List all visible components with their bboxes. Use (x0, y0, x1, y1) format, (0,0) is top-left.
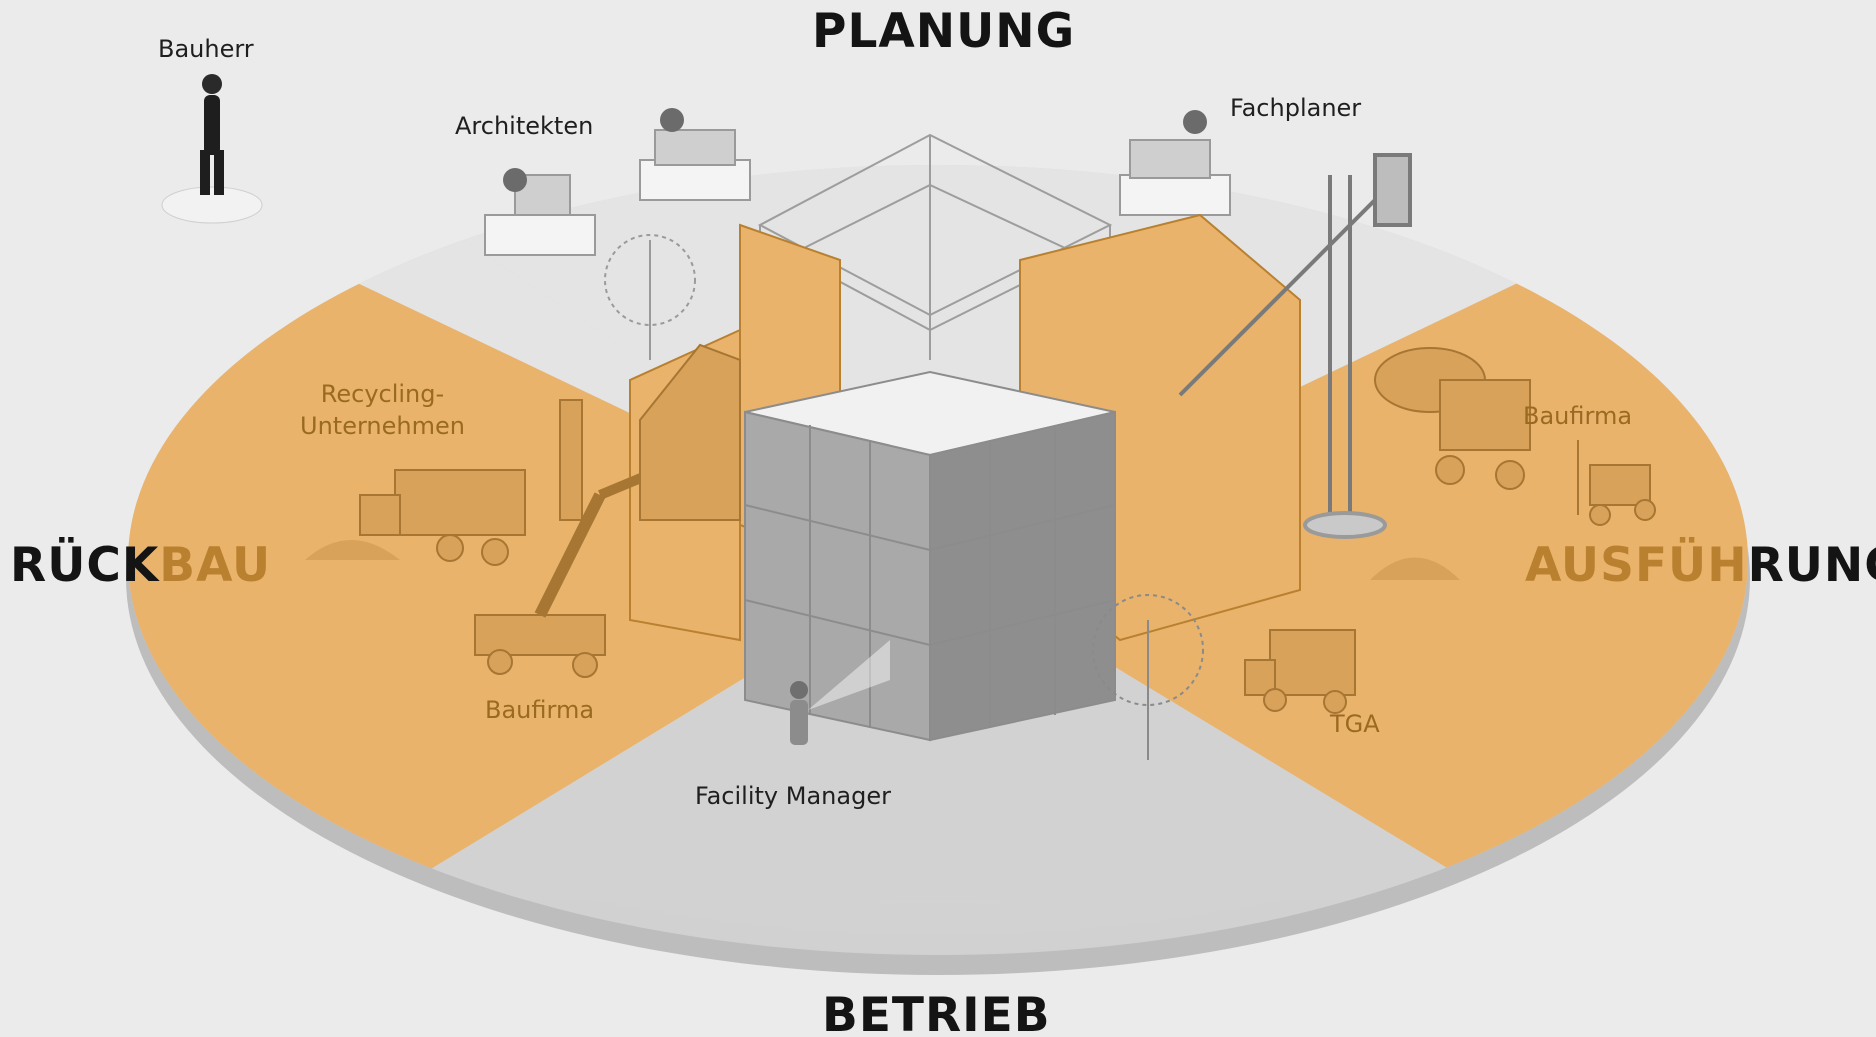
bauherr-figure (161, 74, 263, 224)
role-label-recycling-line1: Recycling- (320, 380, 445, 408)
facility-manager-figure (790, 640, 890, 745)
building-cube (744, 370, 1116, 742)
role-label-tga: TGA (1330, 710, 1380, 738)
architects-workstation (484, 108, 751, 256)
sand-pile-left (305, 540, 400, 560)
role-label-architekten: Architekten (455, 112, 594, 140)
demolition-ruin (559, 343, 741, 521)
role-label-facility-manager: Facility Manager (695, 782, 891, 810)
tga-van (1244, 629, 1356, 714)
role-label-fachplaner: Fachplaner (1230, 94, 1362, 122)
phase-label-ausfuehrung-orange: AUSFÜH (1525, 538, 1748, 593)
phase-label-planung: PLANUNG (812, 4, 1076, 59)
role-label-recycling: Recycling- Unternehmen (300, 378, 465, 443)
tree-betrieb (1092, 594, 1204, 760)
sector-ausfuehrung (938, 270, 1748, 900)
phase-label-betrieb: BETRIEB (822, 988, 1051, 1037)
forklift (1577, 440, 1656, 526)
dump-truck (359, 469, 526, 566)
role-label-baufirma-right: Baufirma (1523, 402, 1633, 430)
concrete-truck (1374, 347, 1531, 490)
phase-label-rueckbau-dark: RÜCK (10, 538, 160, 593)
role-label-baufirma-left: Baufirma (485, 696, 595, 724)
phase-label-ausfuehrung: AUSFÜHRUNG (1525, 542, 1876, 589)
phase-label-ausfuehrung-dark: RUNG (1747, 538, 1876, 593)
crane (1178, 153, 1412, 539)
tree-planung (604, 234, 696, 360)
sector-rueckbau (128, 270, 938, 900)
sand-pile-right (1370, 557, 1460, 580)
phase-label-rueckbau: RÜCKBAU (10, 542, 271, 589)
role-label-recycling-line2: Unternehmen (300, 412, 465, 441)
excavator (474, 465, 662, 678)
role-label-bauherr: Bauherr (158, 35, 254, 63)
phase-label-rueckbau-orange: BAU (159, 538, 272, 593)
fachplaner-workstation (1119, 110, 1231, 216)
